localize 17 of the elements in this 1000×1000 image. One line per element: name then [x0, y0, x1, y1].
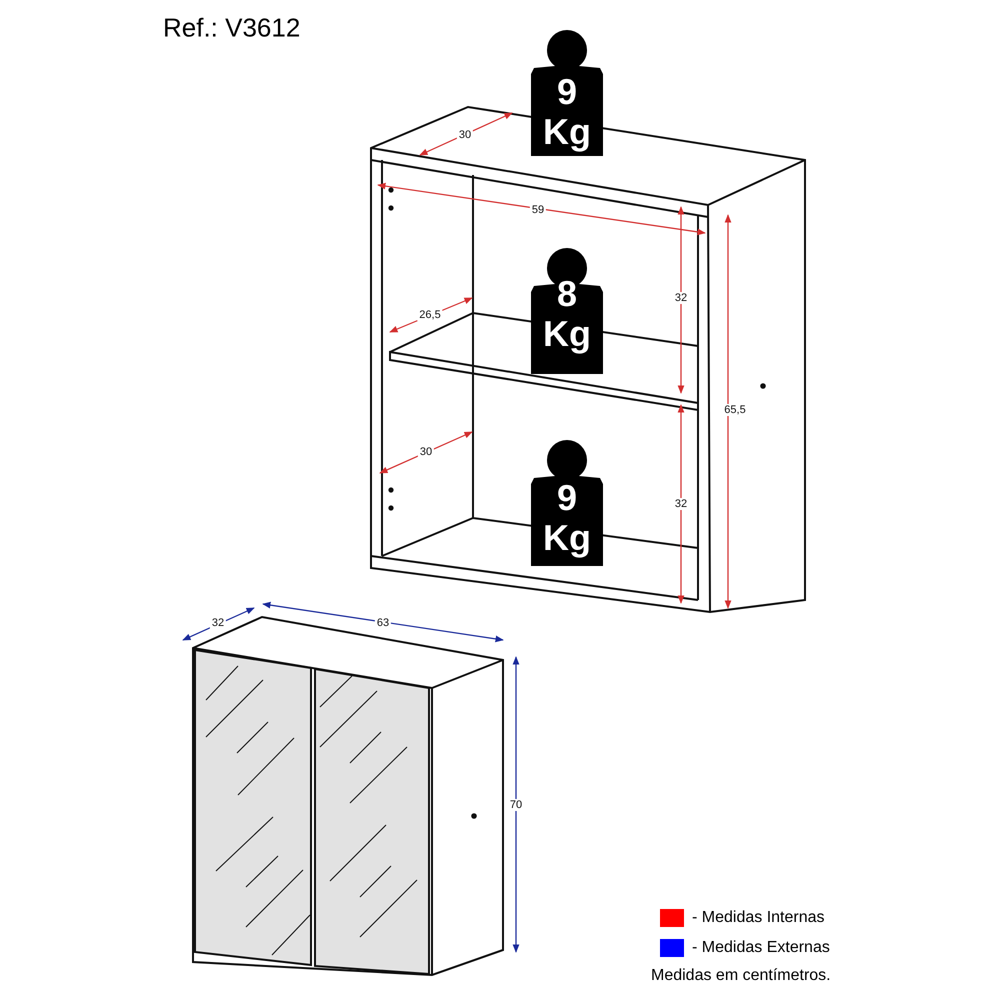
dimension-label: 65,5 [722, 404, 748, 416]
dimension-label: 30 [456, 129, 474, 141]
weight-label: 8 Kg [543, 274, 591, 354]
dimension-label: 32 [672, 292, 690, 304]
dimension-label: 30 [418, 446, 434, 458]
dimension-label: 32 [672, 498, 690, 510]
dimension-label: 59 [530, 204, 546, 216]
legend-text: - Medidas Internas [692, 909, 825, 927]
dimension-label: 70 [508, 799, 524, 811]
dimension-label: 32 [210, 617, 226, 629]
weight-label: 9 Kg [543, 72, 591, 152]
units-note: Medidas em centímetros. [651, 967, 831, 985]
legend-text: - Medidas Externas [692, 939, 830, 957]
dimension-label: 63 [374, 617, 392, 629]
reference-title: Ref.: V3612 [163, 12, 300, 44]
weight-label: 9 Kg [543, 478, 591, 558]
dimension-label: 26,5 [417, 309, 443, 321]
